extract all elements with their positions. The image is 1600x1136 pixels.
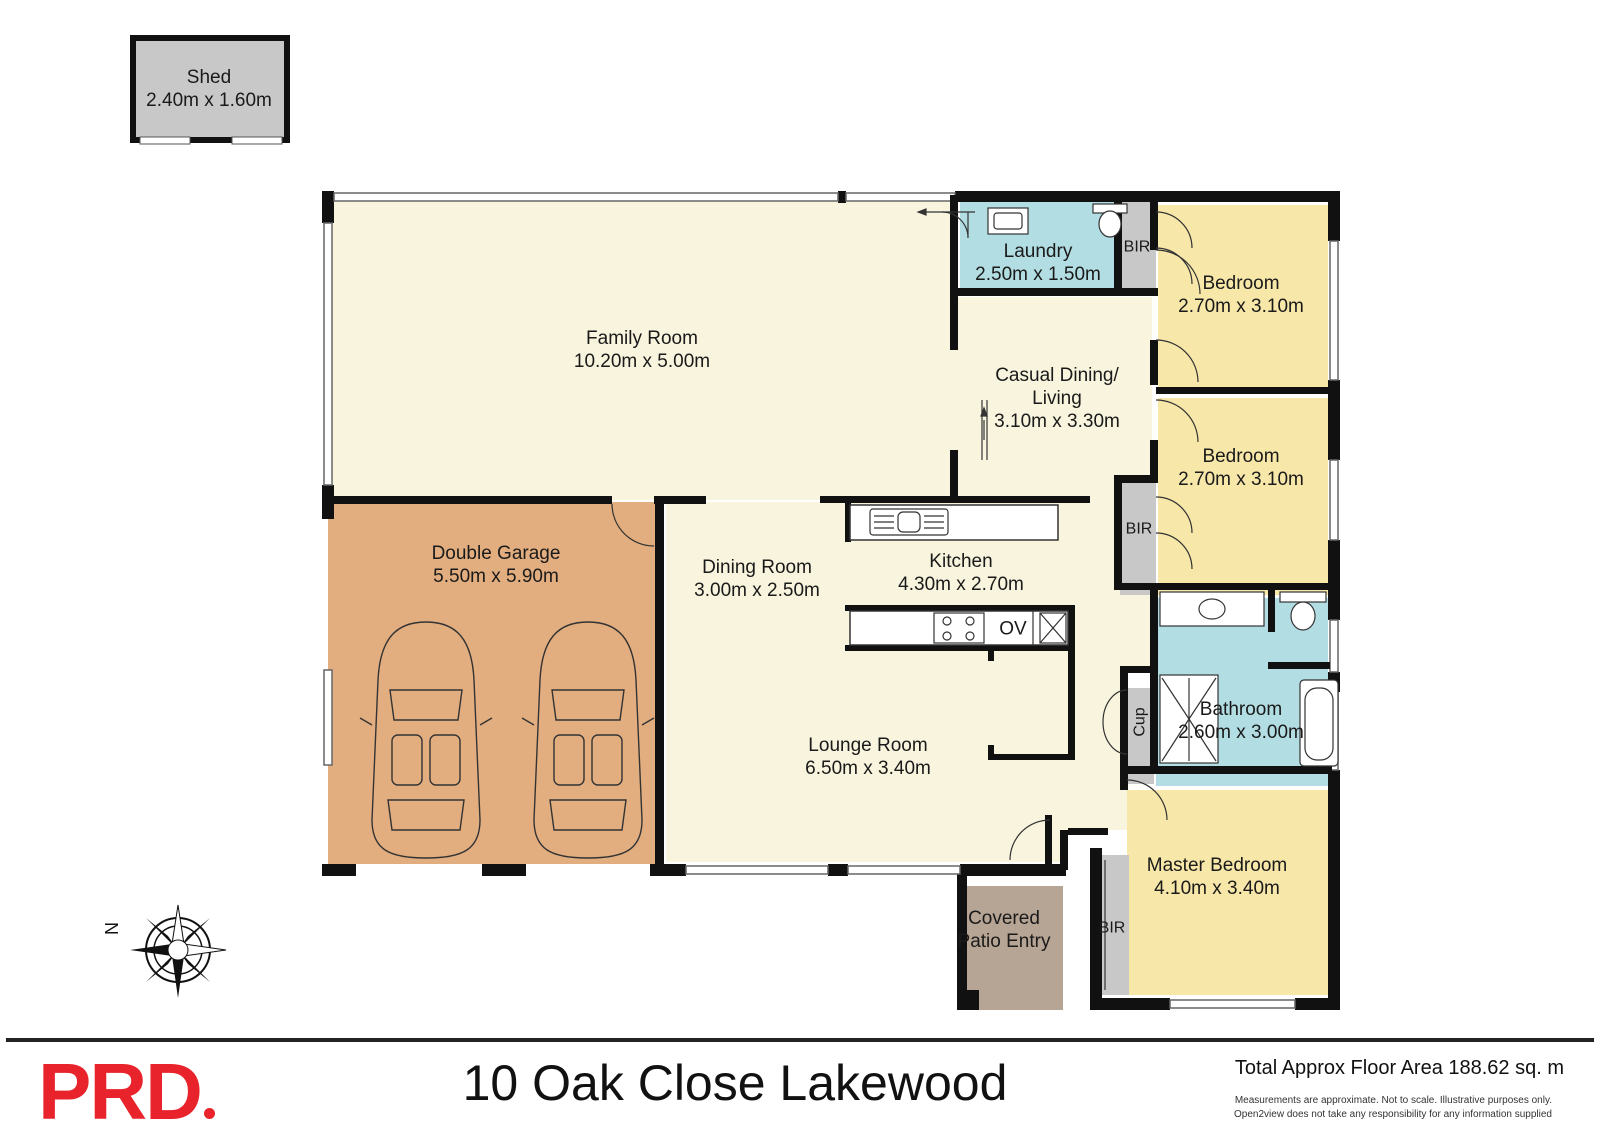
car-right bbox=[521, 621, 655, 859]
bir-master-label: BIR bbox=[1098, 919, 1126, 937]
bir-mid-fill bbox=[1120, 483, 1156, 595]
bedroom1-label: Bedroom 2.70m x 3.10m bbox=[1178, 273, 1304, 317]
oven-label: OV bbox=[999, 618, 1027, 640]
patio-entry-label: Covered Patio Entry bbox=[957, 908, 1051, 952]
kitchen-sink bbox=[869, 508, 949, 536]
shed-fill bbox=[133, 38, 287, 140]
fridge-space bbox=[1039, 612, 1067, 644]
outer-walls bbox=[322, 191, 1340, 1010]
compass-north-label: N bbox=[102, 922, 122, 935]
bathtub bbox=[1299, 679, 1339, 767]
shed-label: Shed 2.40m x 1.60m bbox=[146, 67, 272, 111]
kitchen-label: Kitchen 4.30m x 2.70m bbox=[898, 551, 1024, 595]
master-fill bbox=[1127, 790, 1328, 995]
shower bbox=[1159, 674, 1219, 764]
patio-fill bbox=[963, 886, 1063, 1010]
garage-fill bbox=[328, 502, 664, 864]
master-bedroom-label: Master Bedroom 4.10m x 3.40m bbox=[1146, 855, 1288, 899]
car-left bbox=[359, 621, 493, 859]
kitchen-bench-bottom bbox=[849, 610, 1069, 646]
compass-rose bbox=[130, 904, 227, 998]
bathroom-label: Bathroom 2.60m x 3.00m bbox=[1178, 699, 1304, 743]
disclaimer: Measurements are approximate. Not to sca… bbox=[1234, 1095, 1552, 1120]
footer-divider bbox=[6, 1038, 1594, 1042]
brand-logo: PRD bbox=[38, 1052, 215, 1132]
bedroom2-label: Bedroom 2.70m x 3.10m bbox=[1178, 446, 1304, 490]
cooktop bbox=[933, 612, 985, 644]
logo-dot bbox=[203, 1108, 215, 1119]
casual-dining-label: Casual Dining/ Living 3.10m x 3.30m bbox=[994, 364, 1120, 432]
family-room-label: Family Room 10.20m x 5.00m bbox=[573, 328, 711, 372]
living-core-fill bbox=[666, 297, 1152, 862]
bath-toilet bbox=[1279, 591, 1327, 631]
bedroom1-fill bbox=[1158, 205, 1328, 393]
property-address: 10 Oak Close Lakewood bbox=[462, 1055, 1008, 1111]
dining-room-label: Dining Room 3.00m x 2.50m bbox=[694, 557, 820, 601]
slide-arrows bbox=[916, 208, 988, 440]
shed-door-gap bbox=[231, 136, 283, 145]
bir-mid-label: BIR bbox=[1125, 520, 1153, 538]
laundry-toilet bbox=[1092, 203, 1128, 238]
family-room-fill bbox=[328, 197, 955, 500]
laundry-fill bbox=[960, 197, 1117, 292]
laundry-label: Laundry 2.50m x 1.50m bbox=[975, 241, 1101, 285]
laundry-tub bbox=[987, 207, 1029, 235]
kitchen-bench-top bbox=[849, 504, 1059, 541]
garage-label: Double Garage 5.50m x 5.90m bbox=[431, 543, 561, 587]
windows bbox=[323, 192, 1339, 1009]
bir-top-label: BIR bbox=[1123, 238, 1151, 256]
bedroom2-fill bbox=[1158, 398, 1328, 595]
lounge-room-label: Lounge Room 6.50m x 3.40m bbox=[805, 735, 931, 779]
floor-area: Total Approx Floor Area 188.62 sq. m bbox=[1234, 1057, 1564, 1079]
shed-wall bbox=[130, 35, 290, 143]
cup-label: Cup bbox=[1131, 707, 1149, 737]
shed-door-gap bbox=[139, 136, 191, 145]
basin bbox=[1198, 598, 1226, 620]
interior-walls bbox=[322, 195, 1332, 870]
